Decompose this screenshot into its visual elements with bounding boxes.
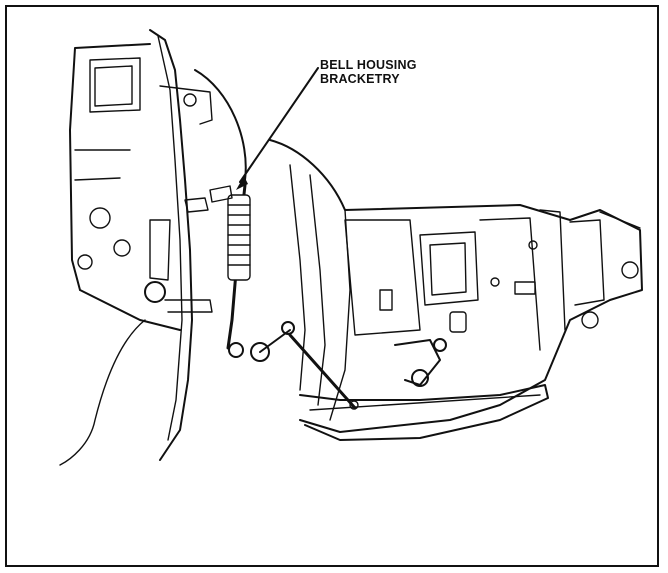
callout-line-2: BRACKETRY bbox=[320, 72, 400, 86]
wire bbox=[59, 319, 146, 466]
callout-leader bbox=[236, 67, 319, 190]
transmission-case bbox=[269, 139, 643, 433]
figure-frame bbox=[5, 5, 659, 567]
bell-housing-bracketry bbox=[159, 69, 270, 362]
callout-line-1: BELL HOUSING bbox=[320, 58, 417, 72]
bell-housing bbox=[69, 29, 213, 461]
bell-housing-bracketry-callout: BELL HOUSING BRACKETRY bbox=[320, 58, 417, 86]
shift-linkage bbox=[259, 289, 467, 410]
